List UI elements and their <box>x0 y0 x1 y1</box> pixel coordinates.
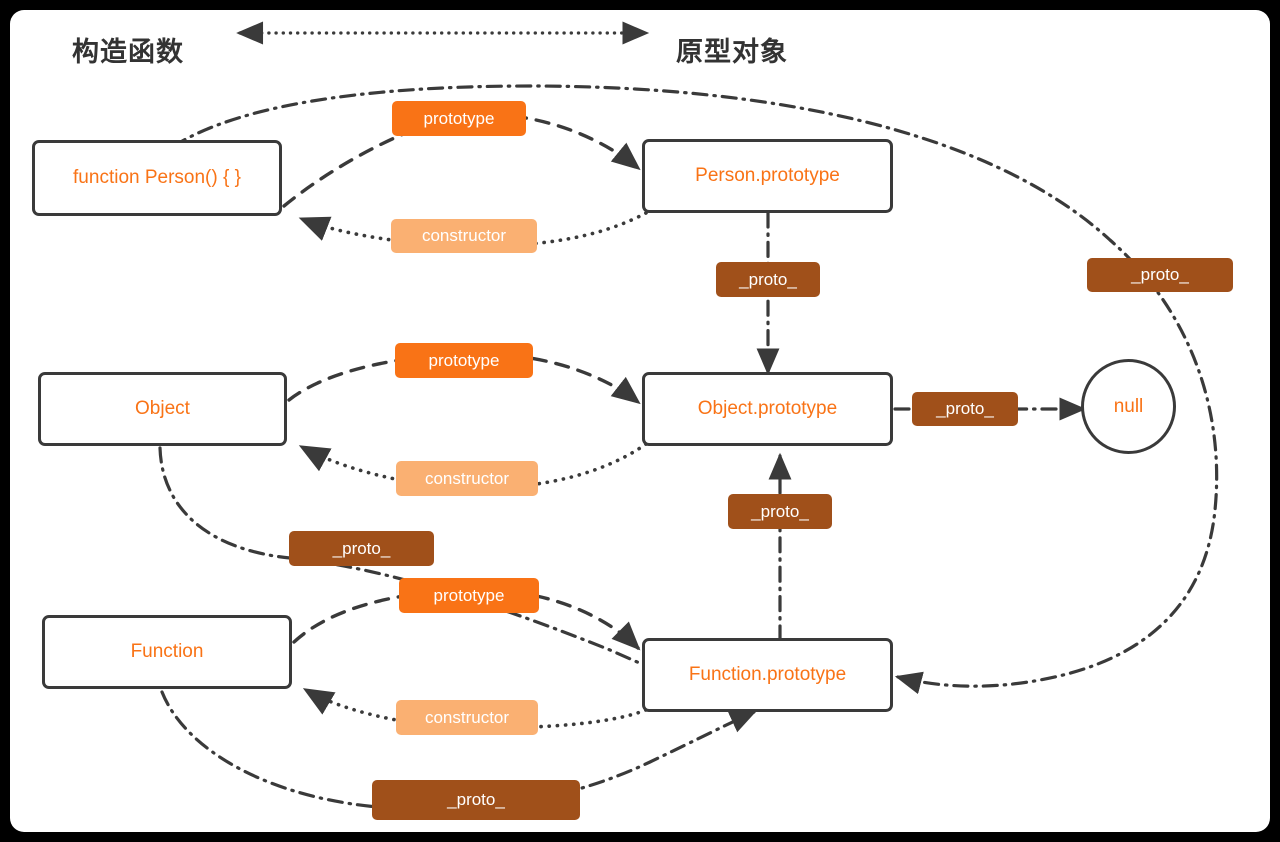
node-object-prototype[interactable]: Object.prototype <box>642 372 893 446</box>
node-null[interactable]: null <box>1081 359 1176 454</box>
node-function-prototype[interactable]: Function.prototype <box>642 638 893 712</box>
chip-object-proto[interactable]: _proto_ <box>289 531 434 566</box>
chip-function-prototype[interactable]: prototype <box>399 578 539 613</box>
chip-person-prototype[interactable]: prototype <box>392 101 526 136</box>
chip-object-prototype[interactable]: prototype <box>395 343 533 378</box>
chip-function-prototype-proto[interactable]: _proto_ <box>728 494 832 529</box>
edge-person-proto-function-prototype-outer <box>148 84 1219 695</box>
chip-outer-proto[interactable]: _proto_ <box>1087 258 1233 292</box>
chip-person-prototype-proto[interactable]: _proto_ <box>716 262 820 297</box>
heading-prototype-cn: 原型对象 <box>676 37 788 67</box>
edge-function-prototype-to-function <box>302 688 648 730</box>
node-function[interactable]: Function <box>42 615 292 689</box>
chip-object-constructor[interactable]: constructor <box>396 461 538 496</box>
chip-function-constructor[interactable]: constructor <box>396 700 538 735</box>
edge-object-prototype-to-object <box>298 442 648 490</box>
node-function-person[interactable]: function Person() { } <box>32 140 282 216</box>
diagram-panel: Function.prototype (dash-dot) --> Object… <box>10 10 1270 832</box>
chip-person-constructor[interactable]: constructor <box>391 219 537 253</box>
heading-constructor-cn: 构造函数 <box>72 37 184 67</box>
chip-function-proto[interactable]: _proto_ <box>372 780 580 820</box>
edge-object-to-object-prototype <box>287 352 641 405</box>
node-person-prototype[interactable]: Person.prototype <box>642 139 893 213</box>
node-object[interactable]: Object <box>38 372 287 446</box>
chip-object-prototype-null-proto[interactable]: _proto_ <box>912 392 1018 426</box>
